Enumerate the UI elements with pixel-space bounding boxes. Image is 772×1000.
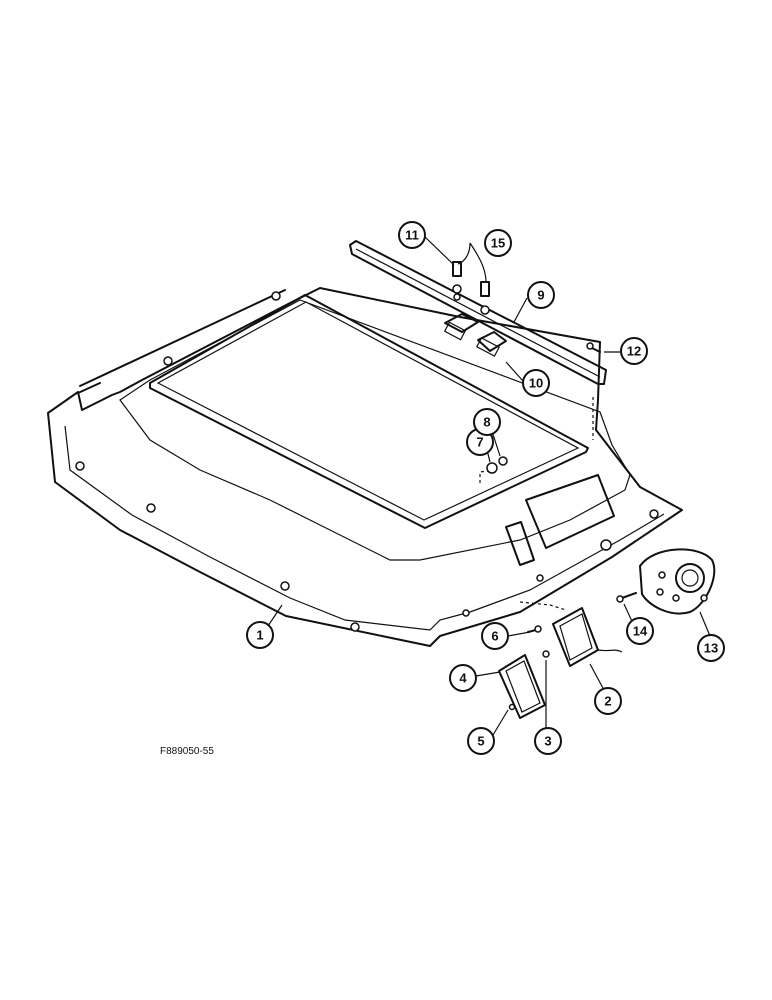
trim-strip	[349, 240, 607, 385]
callout-5: 5	[467, 727, 495, 755]
svg-text:8: 8	[483, 415, 490, 430]
svg-text:15: 15	[491, 236, 505, 251]
svg-text:1: 1	[256, 628, 263, 643]
svg-text:2: 2	[604, 694, 611, 709]
svg-text:4: 4	[459, 671, 467, 686]
svg-text:7: 7	[476, 435, 483, 450]
svg-text:9: 9	[537, 288, 544, 303]
leader-lines	[267, 235, 711, 741]
callout-12: 12	[620, 337, 648, 365]
svg-text:11: 11	[405, 228, 419, 243]
callout-14: 14	[626, 617, 654, 645]
fasteners	[452, 242, 601, 474]
dome-lamp	[498, 607, 623, 719]
callout-11: 11	[398, 221, 426, 249]
svg-text:13: 13	[704, 641, 718, 656]
callout-15: 15	[484, 229, 512, 257]
callout-1: 1	[246, 621, 274, 649]
svg-text:6: 6	[491, 629, 498, 644]
callout-2: 2	[594, 687, 622, 715]
figure-id: F889050-55	[160, 746, 214, 757]
svg-text:3: 3	[544, 734, 551, 749]
svg-text:10: 10	[529, 376, 543, 391]
callout-13: 13	[697, 634, 725, 662]
callout-8: 8	[473, 408, 501, 436]
callout-9: 9	[527, 281, 555, 309]
svg-text:14: 14	[633, 624, 648, 639]
callout-10: 10	[522, 369, 550, 397]
headliner-panel	[47, 287, 683, 647]
speaker	[616, 548, 716, 615]
callout-6: 6	[481, 622, 509, 650]
callout-4: 4	[449, 664, 477, 692]
callout-3: 3	[534, 727, 562, 755]
svg-text:5: 5	[477, 734, 484, 749]
svg-text:12: 12	[627, 344, 641, 359]
